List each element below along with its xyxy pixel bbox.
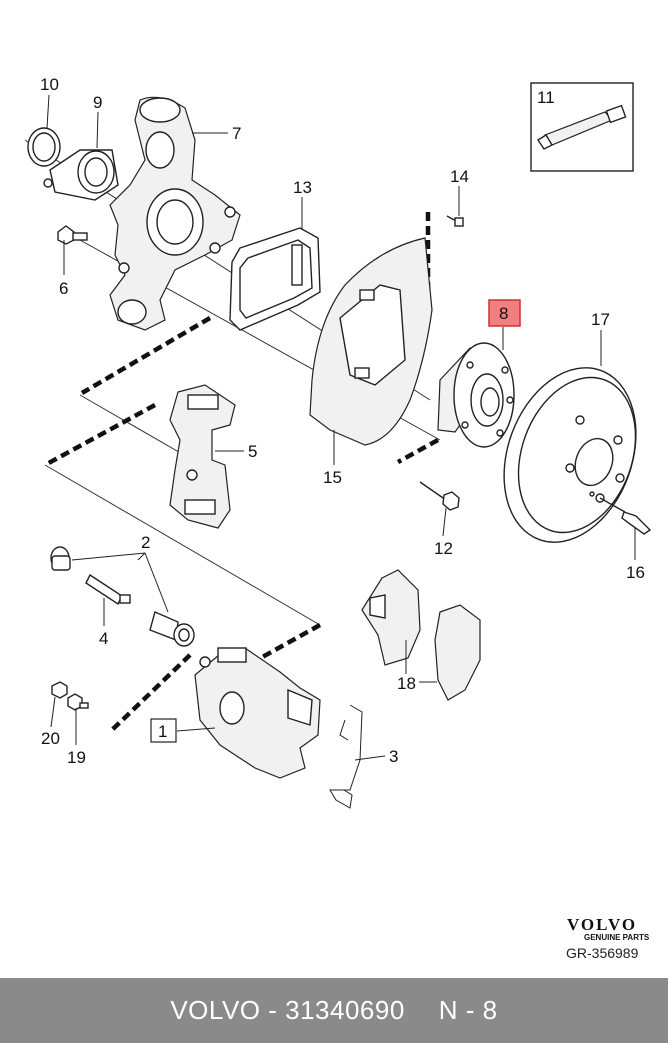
callout-15: 15 [323, 468, 342, 487]
brake-caliper-part [194, 647, 321, 779]
wheel-hub-part [437, 342, 515, 448]
bolt-part [57, 225, 88, 245]
brake-shield-part [309, 237, 433, 446]
diagram-reference: GR-356989 [566, 945, 639, 961]
callout-20: 20 [41, 729, 60, 748]
guide-bushing-parts [50, 546, 195, 647]
sealant-tube-part [530, 82, 634, 172]
callout-1-box [150, 718, 177, 743]
callout-11: 11 [537, 88, 555, 107]
callout-5: 5 [248, 442, 257, 461]
callout-13: 13 [293, 178, 312, 197]
callout-7: 7 [232, 124, 241, 143]
hub-bolt-part [419, 481, 460, 511]
callout-18: 18 [397, 674, 416, 693]
callout-9: 9 [93, 93, 102, 112]
sensor-ring-part [43, 149, 119, 201]
callout-10: 10 [40, 75, 59, 94]
leader-lines [46, 94, 636, 761]
gasket-part [229, 227, 321, 331]
callout-labels: 10 9 7 11 14 13 6 8 17 5 15 12 2 16 4 18… [40, 75, 645, 767]
callout-14: 14 [450, 167, 469, 186]
callout-16: 16 [626, 563, 645, 582]
callout-1: 1 [158, 722, 167, 741]
callout-4: 4 [99, 629, 108, 648]
callout-6: 6 [59, 279, 68, 298]
dashed-guide-lines [43, 212, 440, 732]
brake-pads-part [361, 569, 481, 701]
footer-position: N - 8 [438, 995, 498, 1025]
callout-19: 19 [67, 748, 86, 767]
small-screw-part [446, 215, 464, 227]
bleed-screw-parts [51, 681, 89, 711]
callout-8: 8 [499, 304, 508, 323]
callout-8-highlight-box [488, 299, 521, 327]
footer-bar: VOLVO - 31340690 N - 8 [0, 978, 668, 1043]
retaining-spring-part [329, 704, 363, 809]
callout-2: 2 [141, 533, 150, 552]
brand-tagline: GENUINE PARTS [584, 933, 650, 942]
callout-17: 17 [591, 310, 610, 329]
exploded-parts-diagram: 10 9 7 11 14 13 6 8 17 5 15 12 2 16 4 18… [24, 75, 652, 961]
brand-name: VOLVO [567, 915, 637, 934]
callout-3: 3 [389, 747, 398, 766]
disc-screw-part [599, 497, 652, 535]
volvo-genuine-parts-logo: VOLVO GENUINE PARTS [567, 915, 650, 942]
callout-12: 12 [434, 539, 453, 558]
steering-knuckle-part [109, 96, 241, 331]
footer-part-number: VOLVO - 31340690 [170, 995, 405, 1025]
brake-disc-part [503, 367, 637, 543]
caliper-bracket-part [169, 384, 236, 529]
o-ring-part [27, 127, 61, 167]
